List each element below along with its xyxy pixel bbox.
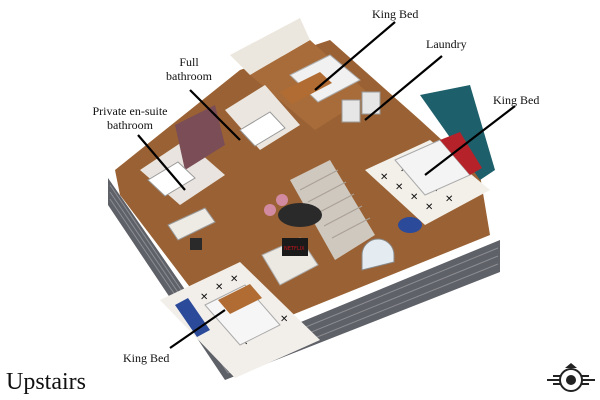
svg-text:✕: ✕ <box>280 314 288 325</box>
label-full-bathroom: Full bathroom <box>166 55 212 83</box>
leader-lines <box>137 21 516 349</box>
desk-chair <box>190 238 202 250</box>
leader-ensuite <box>137 134 186 191</box>
leader-laundry <box>364 55 443 121</box>
svg-text:✕: ✕ <box>410 192 418 203</box>
right-bed-accent <box>440 132 482 175</box>
stair-opening <box>290 160 375 260</box>
arched-window <box>361 238 395 271</box>
label-king-bed-right: King Bed <box>493 93 540 107</box>
svg-text:✕: ✕ <box>230 274 238 285</box>
round-table <box>278 203 322 227</box>
label-king-bed-top: King Bed <box>372 7 419 21</box>
desk <box>167 207 216 241</box>
pink-chair-1 <box>264 204 276 216</box>
blue-chair <box>398 217 422 233</box>
label-laundry: Laundry <box>426 37 467 51</box>
brand-logo-icon <box>547 363 595 392</box>
ensuite-tub <box>147 161 196 197</box>
tv-text: NETFLIX <box>284 246 305 252</box>
top-bed-runner <box>280 72 332 104</box>
bottom-bed-runner <box>218 284 262 314</box>
tv-screen <box>282 238 308 256</box>
ensuite-wall <box>175 105 225 170</box>
washer <box>341 99 361 123</box>
svg-text:✕: ✕ <box>445 194 453 205</box>
svg-text:✕: ✕ <box>215 282 223 293</box>
page-title: Upstairs <box>6 369 86 395</box>
svg-text:✕: ✕ <box>425 202 433 213</box>
svg-text:✕: ✕ <box>395 182 403 193</box>
leader-king-bed-top <box>314 21 396 91</box>
leader-king-bed-right <box>424 105 516 176</box>
top-bedroom-wall <box>230 18 310 75</box>
pink-chair-2 <box>276 194 288 206</box>
leader-full-bathroom <box>189 89 241 141</box>
svg-text:✕: ✕ <box>380 172 388 183</box>
label-ensuite: Private en-suite bathroom <box>92 104 168 132</box>
stair-treads <box>299 169 371 239</box>
right-bedroom-wall <box>420 85 495 180</box>
leader-king-bed-bottom <box>169 309 226 349</box>
svg-text:✕: ✕ <box>200 292 208 303</box>
bathtub <box>239 111 286 147</box>
label-king-bed-bottom: King Bed <box>123 351 170 365</box>
